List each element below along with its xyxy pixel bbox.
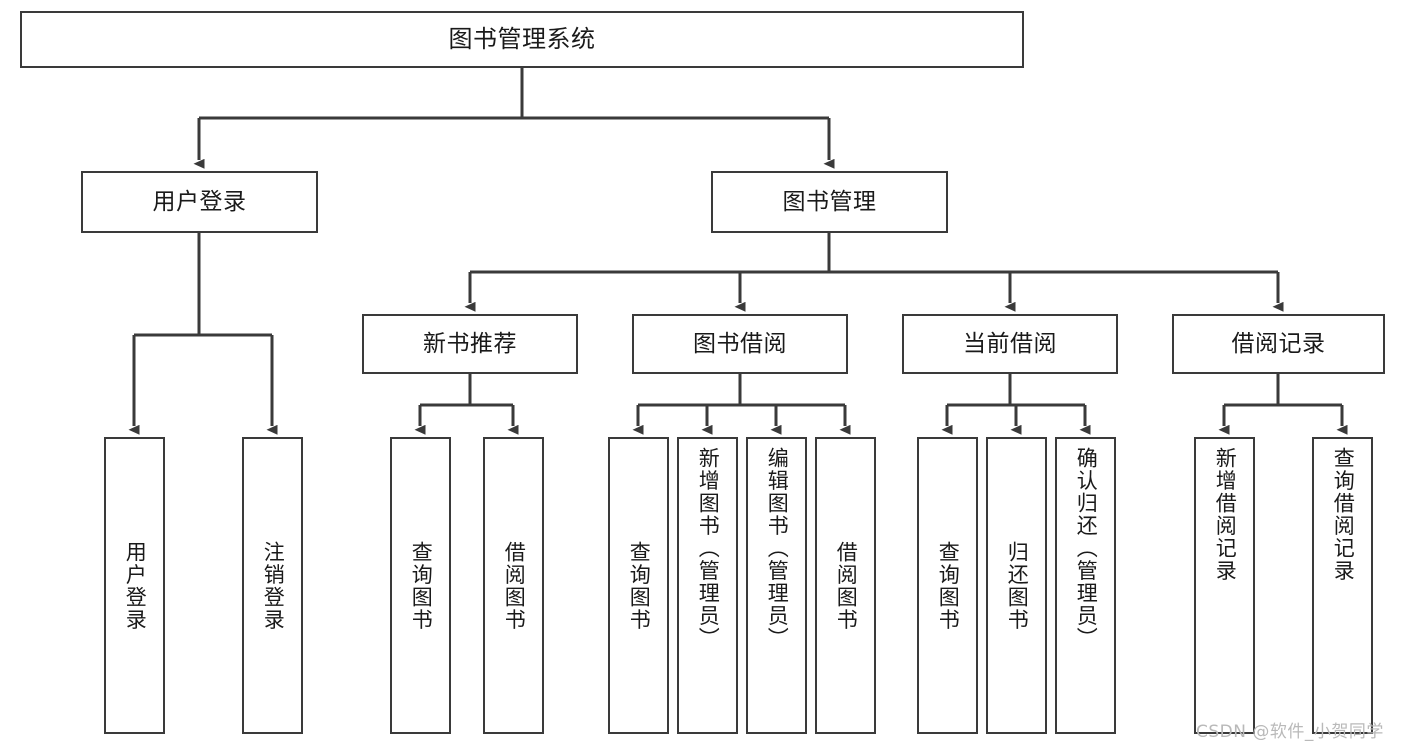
node-label: 查询图书 — [627, 540, 652, 631]
node-leaf-borrow-book-borrowing[interactable]: 借阅图书 — [815, 437, 876, 734]
node-user-login[interactable]: 用户登录 — [81, 171, 318, 233]
node-label: 图书管理系统 — [448, 24, 596, 53]
node-leaf-logout[interactable]: 注销登录 — [242, 437, 303, 734]
node-label: 编辑图书（管理员） — [765, 447, 790, 650]
node-label: 借阅记录 — [1231, 330, 1326, 357]
node-label: 确认归还（管理员） — [1074, 447, 1099, 650]
node-root-book-management-system[interactable]: 图书管理系统 — [20, 11, 1024, 68]
node-leaf-confirm-return-admin[interactable]: 确认归还（管理员） — [1055, 437, 1116, 734]
node-label: 归还图书 — [1005, 540, 1030, 631]
node-leaf-query-book-current[interactable]: 查询图书 — [917, 437, 978, 734]
node-label: 借阅图书 — [502, 540, 527, 631]
node-label: 新书推荐 — [423, 330, 517, 357]
node-label: 图书借阅 — [693, 330, 787, 357]
node-label: 新增借阅记录 — [1213, 447, 1238, 582]
node-book-management[interactable]: 图书管理 — [711, 171, 948, 233]
node-label: 当前借阅 — [963, 330, 1057, 357]
node-leaf-query-borrow-record[interactable]: 查询借阅记录 — [1312, 437, 1373, 734]
node-label: 查询借阅记录 — [1331, 447, 1356, 582]
node-leaf-add-book-admin[interactable]: 新增图书（管理员） — [677, 437, 738, 734]
node-borrowing-records[interactable]: 借阅记录 — [1172, 314, 1385, 374]
node-label: 查询图书 — [936, 540, 961, 631]
node-leaf-edit-book-admin[interactable]: 编辑图书（管理员） — [746, 437, 807, 734]
node-leaf-add-borrow-record[interactable]: 新增借阅记录 — [1194, 437, 1255, 734]
node-current-borrowing[interactable]: 当前借阅 — [902, 314, 1118, 374]
node-label: 用户登录 — [152, 188, 247, 215]
node-leaf-return-book[interactable]: 归还图书 — [986, 437, 1047, 734]
csdn-watermark: CSDN @软件_小贺同学 — [1196, 722, 1384, 742]
node-label: 用户登录 — [123, 540, 148, 631]
node-label: 图书管理 — [782, 188, 877, 215]
node-label: 新增图书（管理员） — [696, 447, 721, 650]
node-leaf-borrow-book-newbook[interactable]: 借阅图书 — [483, 437, 544, 734]
node-leaf-query-book-borrowing[interactable]: 查询图书 — [608, 437, 669, 734]
node-label: 借阅图书 — [834, 540, 859, 631]
node-book-borrowing[interactable]: 图书借阅 — [632, 314, 848, 374]
node-leaf-query-book-newbook[interactable]: 查询图书 — [390, 437, 451, 734]
node-label: 查询图书 — [409, 540, 434, 631]
node-label: 注销登录 — [261, 540, 286, 631]
node-new-book-recommendation[interactable]: 新书推荐 — [362, 314, 578, 374]
node-leaf-user-login[interactable]: 用户登录 — [104, 437, 165, 734]
